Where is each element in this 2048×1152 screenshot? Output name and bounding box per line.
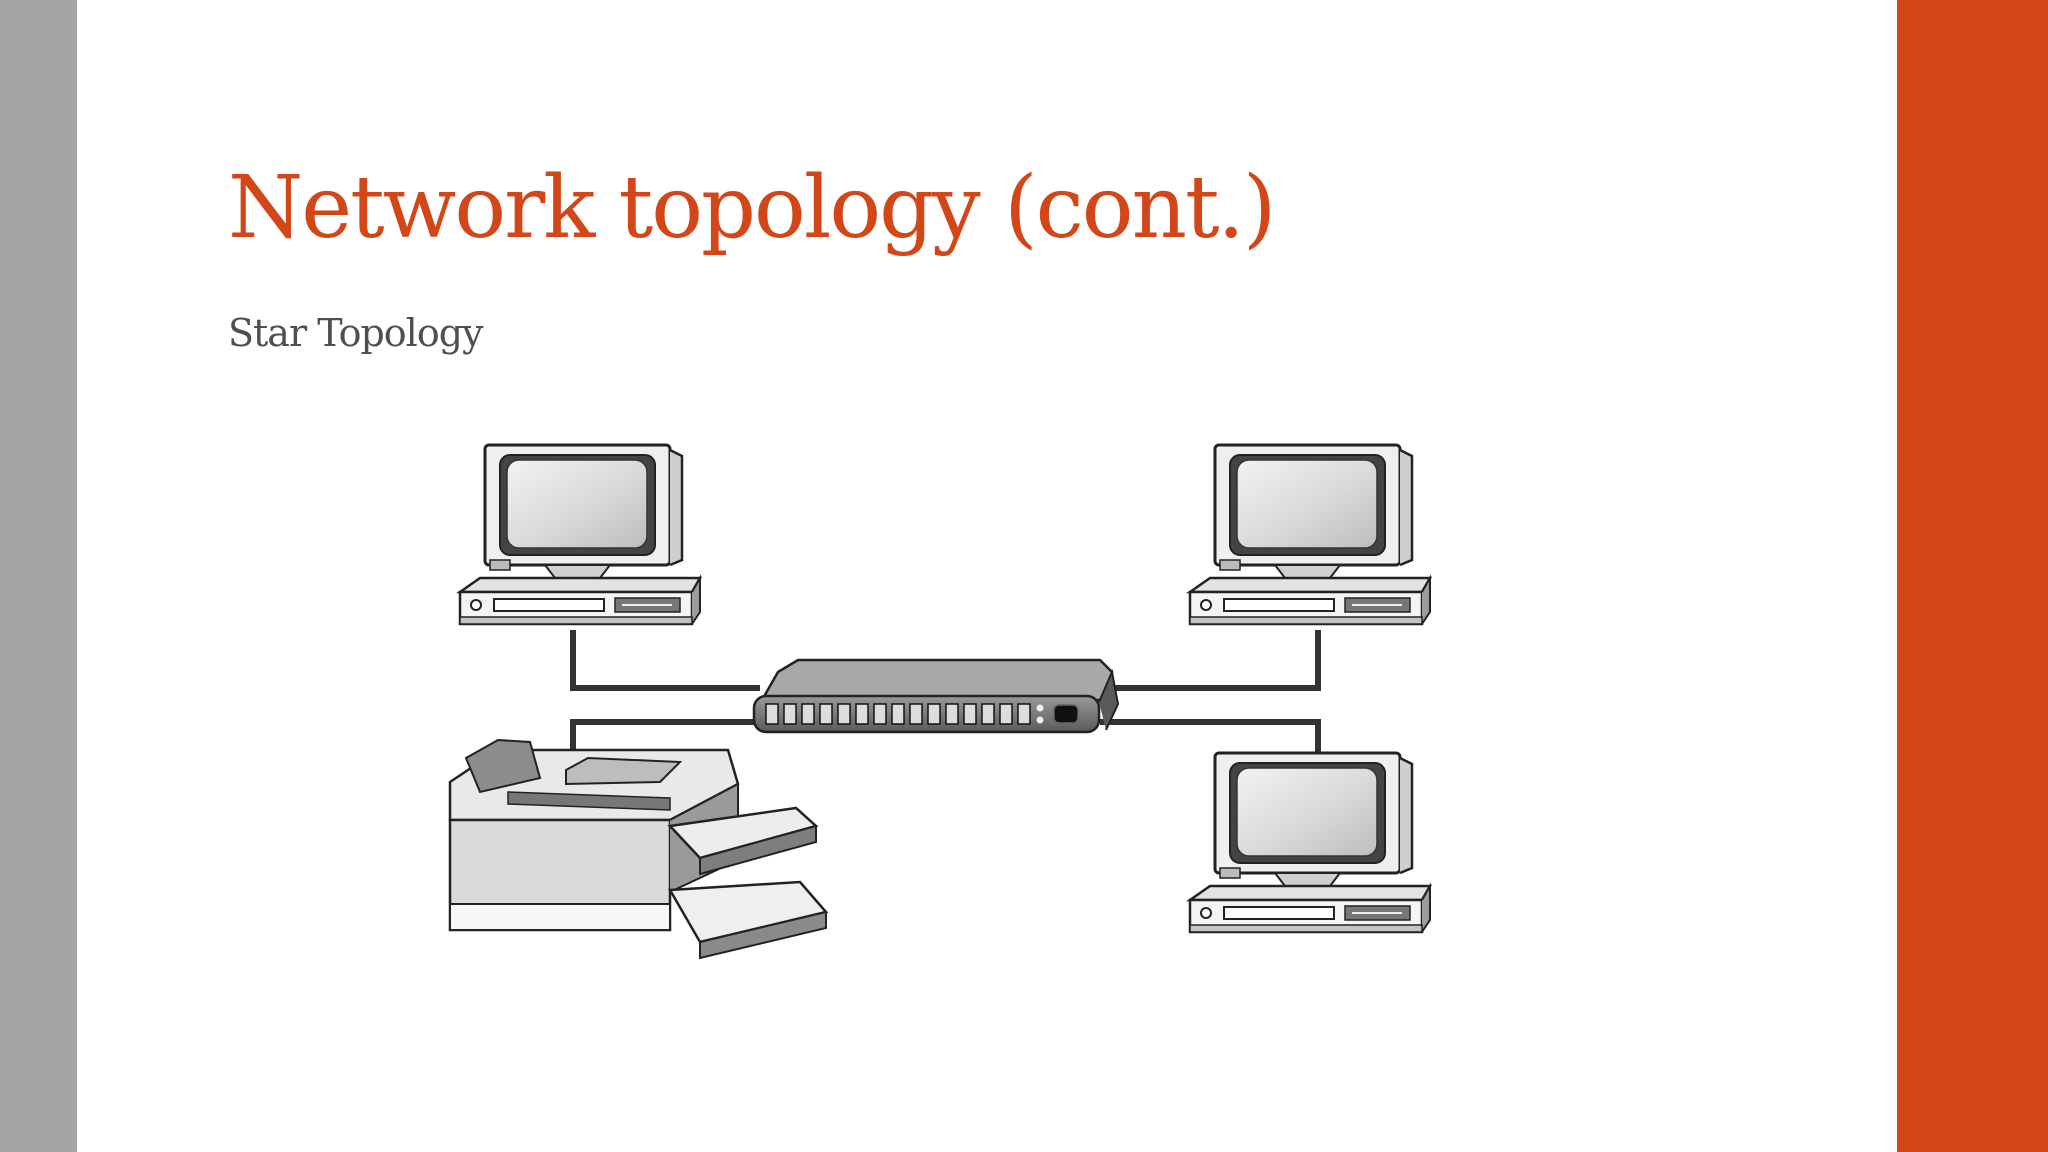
- printer-icon: [448, 738, 829, 960]
- slide-title: Network topology (cont.): [228, 158, 1276, 258]
- left-accent-bar: [0, 0, 77, 1152]
- right-accent-bar: [1897, 0, 2048, 1152]
- slide-subtitle: Star Topology: [228, 311, 484, 355]
- star-topology-diagram: [448, 443, 1432, 960]
- network-hub-icon: [752, 658, 1120, 734]
- desktop-computer-icon: [1188, 443, 1432, 626]
- desktop-computer-icon: [458, 443, 702, 626]
- desktop-computer-icon: [1188, 751, 1432, 934]
